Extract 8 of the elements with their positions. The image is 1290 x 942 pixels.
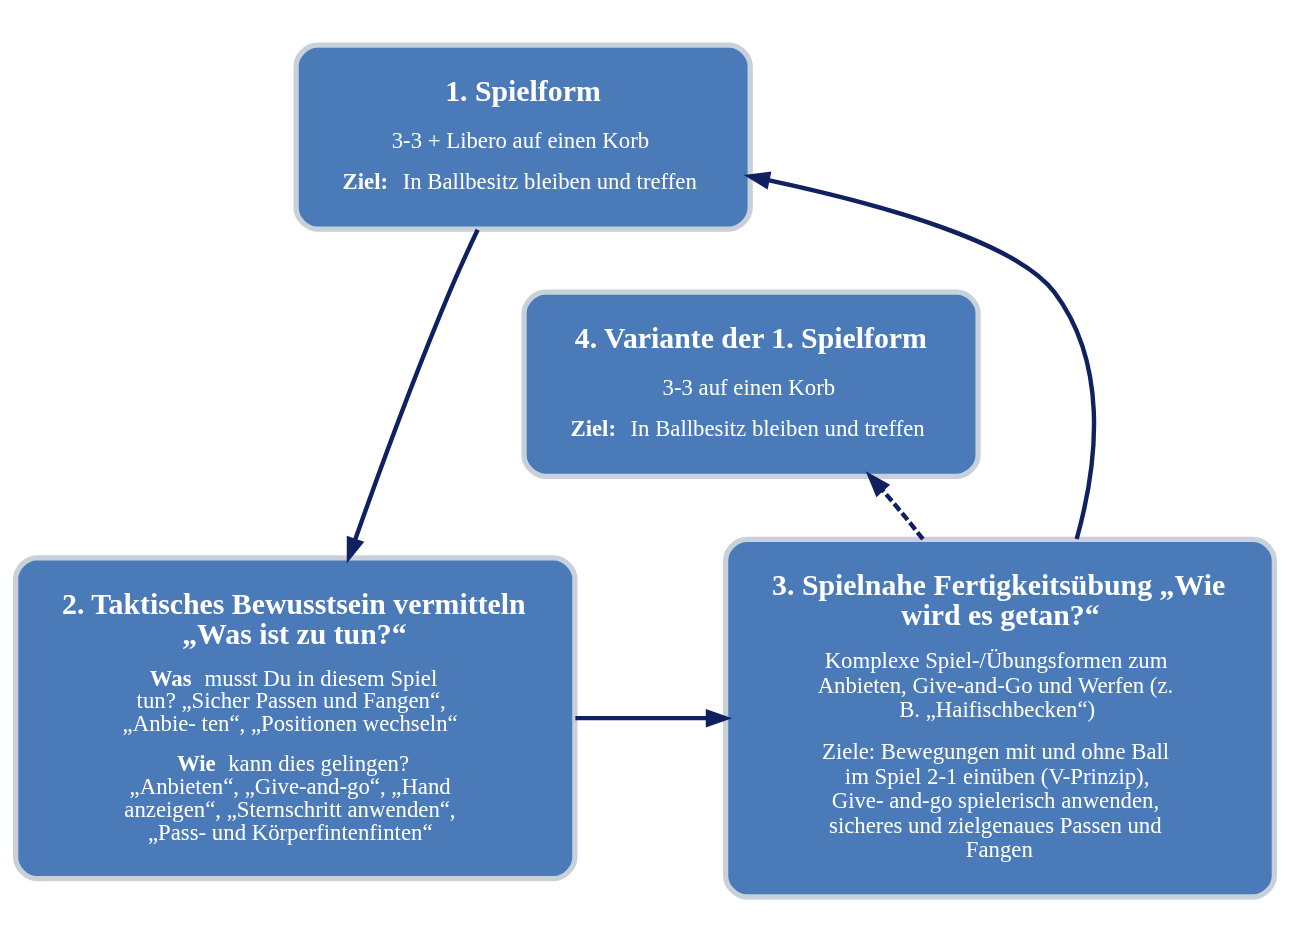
arrow bbox=[575, 708, 733, 728]
arrow bbox=[865, 471, 925, 541]
node-box: 4. Variante der 1. Spielform 3-3 auf einen Korb Ziel: In Ballbesitz bleiben und treffen bbox=[521, 289, 981, 479]
node-box: 2. Taktisches Bewusstsein vermitteln „Was ist zu tun?“ Was musst Du in diesem Spiel tun? „Sicher Passen und Fangen“, „Anbie- ten“, „Positionen wechseln“ Wie kann dies gelingen? „Anbieten“, „Give-and-go“, „Hand anzeigen“, „Sternschritt anwenden“, „Pass- und Körperfintenfinten“ bbox=[13, 555, 578, 882]
arrow bbox=[743, 171, 1097, 540]
arrow bbox=[346, 228, 480, 564]
node-box: 1. Spielform 3-3 + Libero auf einen Korb Ziel: In Ballbesitz bleiben und treffen bbox=[293, 42, 753, 232]
node-box: 3. Spielnahe Fertigkeitsübung „Wie wird es getan?“ Komplexe Spiel-/Übungsformen zum Anbieten, Give-and-Go und Werfen (z. B. „Haifischbecken“) Ziele: Bewegungen mit und ohne Ball im Spiel 2-1 einüben (V-Prinzip), Give- and-go spielerisch anwenden, sicheres und zielgenaues Passen und Fangen bbox=[723, 536, 1277, 900]
